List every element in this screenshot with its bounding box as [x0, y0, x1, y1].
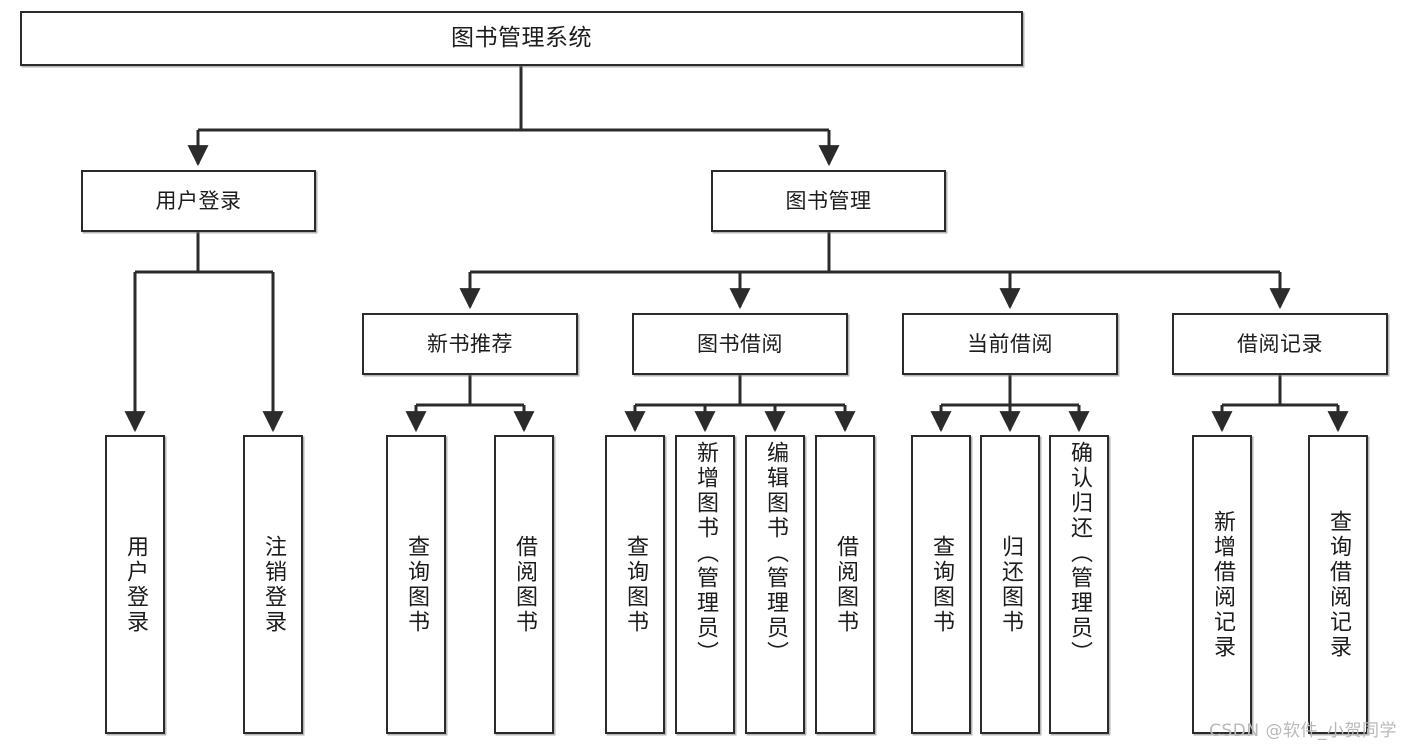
leaf-edit-book-admin[interactable]: 编辑图书（管理员） [745, 435, 805, 734]
node-label: 归还图书 [998, 534, 1023, 635]
node-label: 查询图书 [623, 534, 648, 635]
node-root-system[interactable]: 图书管理系统 [20, 11, 1023, 66]
node-label: 当前借阅 [967, 331, 1053, 356]
leaf-add-borrow-record[interactable]: 新增借阅记录 [1192, 435, 1252, 734]
watermark: CSDN @软件_小贺同学 [1209, 721, 1397, 741]
leaf-borrow-book-new[interactable]: 借阅图书 [494, 435, 554, 734]
leaf-user-login[interactable]: 用户登录 [105, 435, 165, 734]
node-label: 注销登录 [261, 534, 286, 635]
node-label: 新书推荐 [427, 331, 513, 356]
node-borrow-record[interactable]: 借阅记录 [1172, 313, 1388, 375]
leaf-query-book-current[interactable]: 查询图书 [911, 435, 971, 734]
leaf-borrow-book[interactable]: 借阅图书 [815, 435, 875, 734]
node-label: 新增图书（管理员） [693, 441, 718, 666]
node-label: 确认归还（管理员） [1067, 441, 1092, 666]
node-label: 图书管理系统 [451, 25, 592, 52]
node-book-borrow[interactable]: 图书借阅 [632, 313, 848, 375]
leaf-query-borrow-record[interactable]: 查询借阅记录 [1308, 435, 1368, 734]
leaf-logout[interactable]: 注销登录 [243, 435, 303, 734]
node-label: 图书管理 [785, 188, 872, 213]
node-label: 借阅图书 [833, 534, 858, 635]
leaf-query-book-borrow[interactable]: 查询图书 [605, 435, 665, 734]
leaf-query-book-new[interactable]: 查询图书 [386, 435, 446, 734]
node-label: 图书借阅 [697, 331, 783, 356]
node-current-borrow[interactable]: 当前借阅 [902, 313, 1118, 375]
node-label: 用户登录 [123, 534, 148, 635]
node-label: 查询借阅记录 [1326, 509, 1351, 660]
node-label: 新增借阅记录 [1210, 509, 1235, 660]
node-label: 用户登录 [155, 188, 242, 213]
node-label: 借阅图书 [512, 534, 537, 635]
node-label: 借阅记录 [1237, 331, 1323, 356]
node-label: 查询图书 [404, 534, 429, 635]
node-book-management[interactable]: 图书管理 [711, 170, 946, 232]
leaf-confirm-return-admin[interactable]: 确认归还（管理员） [1049, 435, 1109, 734]
node-new-book-recommend[interactable]: 新书推荐 [362, 313, 578, 375]
node-label: 查询图书 [929, 534, 954, 635]
leaf-add-book-admin[interactable]: 新增图书（管理员） [675, 435, 735, 734]
node-label: 编辑图书（管理员） [763, 441, 788, 666]
node-user-login[interactable]: 用户登录 [81, 170, 316, 232]
leaf-return-book[interactable]: 归还图书 [980, 435, 1040, 734]
